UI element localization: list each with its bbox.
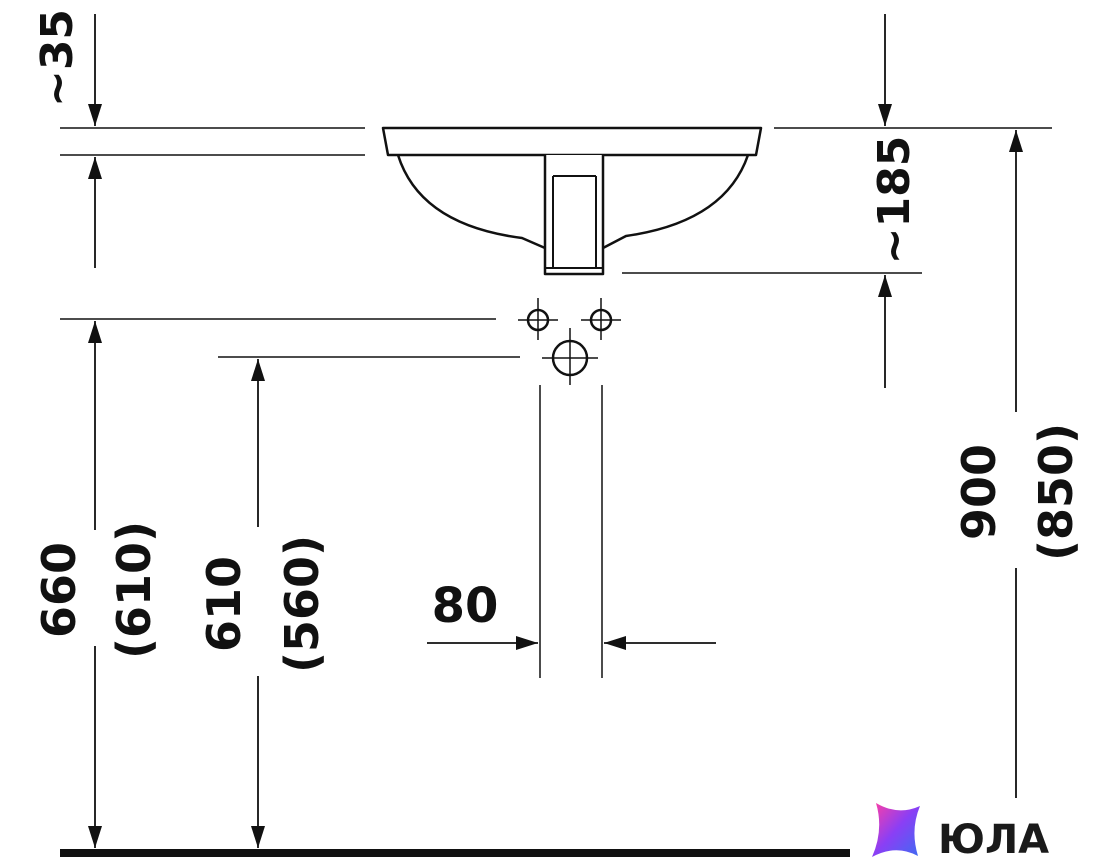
dim-tap-height: 660 bbox=[32, 542, 86, 638]
dim-total-height-alt: (850) bbox=[1029, 423, 1083, 561]
dim-waste-width: 80 bbox=[432, 578, 499, 634]
extension-lines bbox=[60, 127, 1052, 678]
dimension-lines bbox=[88, 14, 1023, 848]
dim-waste-height-alt: (560) bbox=[275, 535, 329, 673]
dim-basin-depth: ~185 bbox=[869, 136, 920, 265]
tap-connection-left bbox=[518, 298, 558, 340]
tap-connection-right bbox=[581, 298, 621, 340]
waste-connection bbox=[542, 328, 598, 385]
floor-line bbox=[60, 849, 850, 857]
sink-outline bbox=[381, 126, 763, 276]
dim-total-height: 900 bbox=[952, 444, 1006, 540]
sink-bowl bbox=[396, 154, 750, 250]
sink-drain-channel bbox=[543, 155, 605, 276]
brand-name: ЮЛА bbox=[938, 817, 1049, 863]
dim-waste-height: 610 bbox=[197, 556, 251, 652]
brand-logo-icon bbox=[872, 803, 920, 857]
sink-rim bbox=[381, 126, 763, 157]
dim-tap-height-alt: (610) bbox=[107, 521, 161, 659]
dim-top-lip: ~35 bbox=[32, 9, 83, 107]
brand-logo: ЮЛА bbox=[872, 803, 1049, 863]
